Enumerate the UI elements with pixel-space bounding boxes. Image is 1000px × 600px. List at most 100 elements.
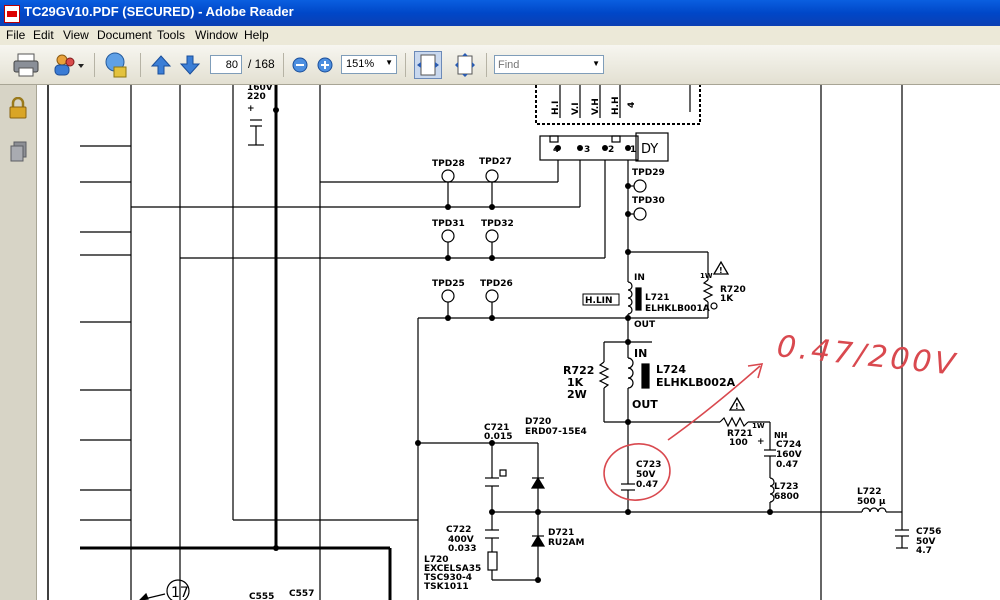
l720-part-a-label: EXCELSA35 <box>424 564 481 574</box>
c723-cap-label: 0.47 <box>636 480 658 490</box>
svg-text:!: ! <box>735 402 739 411</box>
l720-label: L720 <box>424 555 449 565</box>
top-cap-volt-label: 160V <box>247 85 273 93</box>
tpd32-label: TPD32 <box>481 219 514 229</box>
c721-label: C721 <box>484 423 509 433</box>
l724-in-label: IN <box>634 347 647 360</box>
c555-label: C555 <box>249 592 274 600</box>
conn-h2-label: H.H <box>611 97 621 115</box>
next-page-icon[interactable] <box>179 54 201 76</box>
previous-page-icon[interactable] <box>150 54 172 76</box>
r720-label: R720 <box>720 285 746 295</box>
zoom-in-icon[interactable] <box>317 57 333 73</box>
tpd30-label: TPD30 <box>632 196 665 206</box>
fit-page-icon[interactable] <box>452 52 478 78</box>
r721-label: R721 <box>727 429 753 439</box>
r721-watt-label: 1W <box>752 422 765 430</box>
find-dropdown-icon[interactable]: ▼ <box>592 59 600 68</box>
menu-help[interactable]: Help <box>244 28 269 42</box>
title-bar: TC29GV10.PDF (SECURED) - Adobe Reader <box>0 0 1000 26</box>
dy-label: DY <box>641 142 658 157</box>
lock-icon[interactable] <box>9 97 27 119</box>
pin1-label: 1 <box>630 145 636 155</box>
document-view[interactable]: ! ! TPD28 TPD27 TPD31 TPD32 TPD25 TPD26 … <box>37 85 1000 600</box>
c721-cap-label: 0.015 <box>484 432 512 442</box>
schematic-page: ! ! TPD28 TPD27 TPD31 TPD32 TPD25 TPD26 … <box>47 85 960 600</box>
tpd26-label: TPD26 <box>480 279 513 289</box>
r720-value-label: 1K <box>720 294 734 304</box>
menu-file[interactable]: File <box>6 28 26 42</box>
search-web-icon[interactable] <box>104 51 130 79</box>
l720-part-b-label: TSC930-4 <box>424 573 472 583</box>
svg-text:!: ! <box>719 266 723 275</box>
menu-window[interactable]: Window <box>195 28 238 42</box>
l721-part-label: ELHKLB001A <box>645 304 710 314</box>
page-total: / 168 <box>248 57 275 71</box>
c724-plus-label: + <box>757 437 765 447</box>
nh-label: NH <box>774 431 787 440</box>
pin4-label: 4 <box>553 145 559 155</box>
annotation-text: 0.47/200V <box>775 329 959 383</box>
zoom-out-icon[interactable] <box>292 57 308 73</box>
c724-cap-label: 0.47 <box>776 460 798 470</box>
tpd25-label: TPD25 <box>432 279 465 289</box>
chevron-down-icon: ▼ <box>385 58 393 67</box>
marker-17-label: 17 <box>171 585 189 600</box>
junction-dots <box>273 107 773 583</box>
pdf-file-icon <box>4 5 20 23</box>
fit-width-icon[interactable] <box>414 51 442 79</box>
l720-part-c-label: TSK1011 <box>424 582 469 592</box>
c722-label: C722 <box>446 525 471 535</box>
d721-label: D721 <box>548 528 574 538</box>
r722-label: R722 <box>563 364 594 377</box>
tpd27-label: TPD27 <box>479 157 512 167</box>
menu-document[interactable]: Document <box>97 28 152 42</box>
conn-h1-label: H.I <box>551 101 561 115</box>
l724-part-label: ELHKLB002A <box>656 376 736 389</box>
c724-label: C724 <box>776 440 801 450</box>
l721-out-label: OUT <box>634 320 656 330</box>
d720-label: D720 <box>525 417 551 427</box>
pages-icon[interactable] <box>10 141 28 163</box>
warning-icon: ! ! <box>712 260 746 411</box>
navigation-panel <box>0 85 37 600</box>
l724-label: L724 <box>656 363 686 376</box>
r721-value-label: 100 <box>729 438 748 448</box>
l722-value-label: 500 µ <box>857 497 886 507</box>
hlin-label: H.LIN <box>585 296 613 306</box>
c724-volt-label: 160V <box>776 450 802 460</box>
menu-edit[interactable]: Edit <box>33 28 54 42</box>
c722-volt-label: 400V <box>448 535 474 545</box>
menu-bar: File Edit View Document Tools Window Hel… <box>0 26 1000 45</box>
zoom-value: 151% <box>346 58 375 70</box>
d720-part-label: ERD07-15E4 <box>525 427 587 437</box>
l723-label: L723 <box>774 482 799 492</box>
pin2-label: 2 <box>608 145 614 155</box>
c756-volt-label: 50V <box>916 537 936 547</box>
r722-watt-label: 2W <box>567 388 587 401</box>
find-input[interactable] <box>495 56 591 73</box>
tpd31-label: TPD31 <box>432 219 465 229</box>
c756-label: C756 <box>916 527 941 537</box>
l721-in-label: IN <box>634 273 645 283</box>
c557-label: C557 <box>289 589 314 599</box>
pin3-label: 3 <box>584 145 590 155</box>
conn-vh-label: V.H <box>591 98 601 115</box>
zoom-select[interactable]: 151% ▼ <box>341 55 397 74</box>
tpd28-label: TPD28 <box>432 159 465 169</box>
menu-view[interactable]: View <box>63 28 89 42</box>
top-cap-value-label: 220 <box>247 92 266 102</box>
r720-watt-label: 1W <box>700 272 713 280</box>
toolbar: / 168 151% ▼ ▼ <box>0 45 1000 85</box>
l721-label: L721 <box>645 293 670 303</box>
l724-out-label: OUT <box>632 398 658 411</box>
page-number-input[interactable] <box>210 55 242 74</box>
c722-cap-label: 0.033 <box>448 544 476 554</box>
c723-label: C723 <box>636 460 661 470</box>
find-input-wrap[interactable]: ▼ <box>494 55 604 74</box>
menu-tools[interactable]: Tools <box>157 28 186 42</box>
collaborate-icon[interactable] <box>50 52 84 78</box>
d721-part-label: RU2AM <box>548 538 584 548</box>
printer-icon[interactable] <box>13 53 39 77</box>
r722-value-label: 1K <box>567 376 584 389</box>
